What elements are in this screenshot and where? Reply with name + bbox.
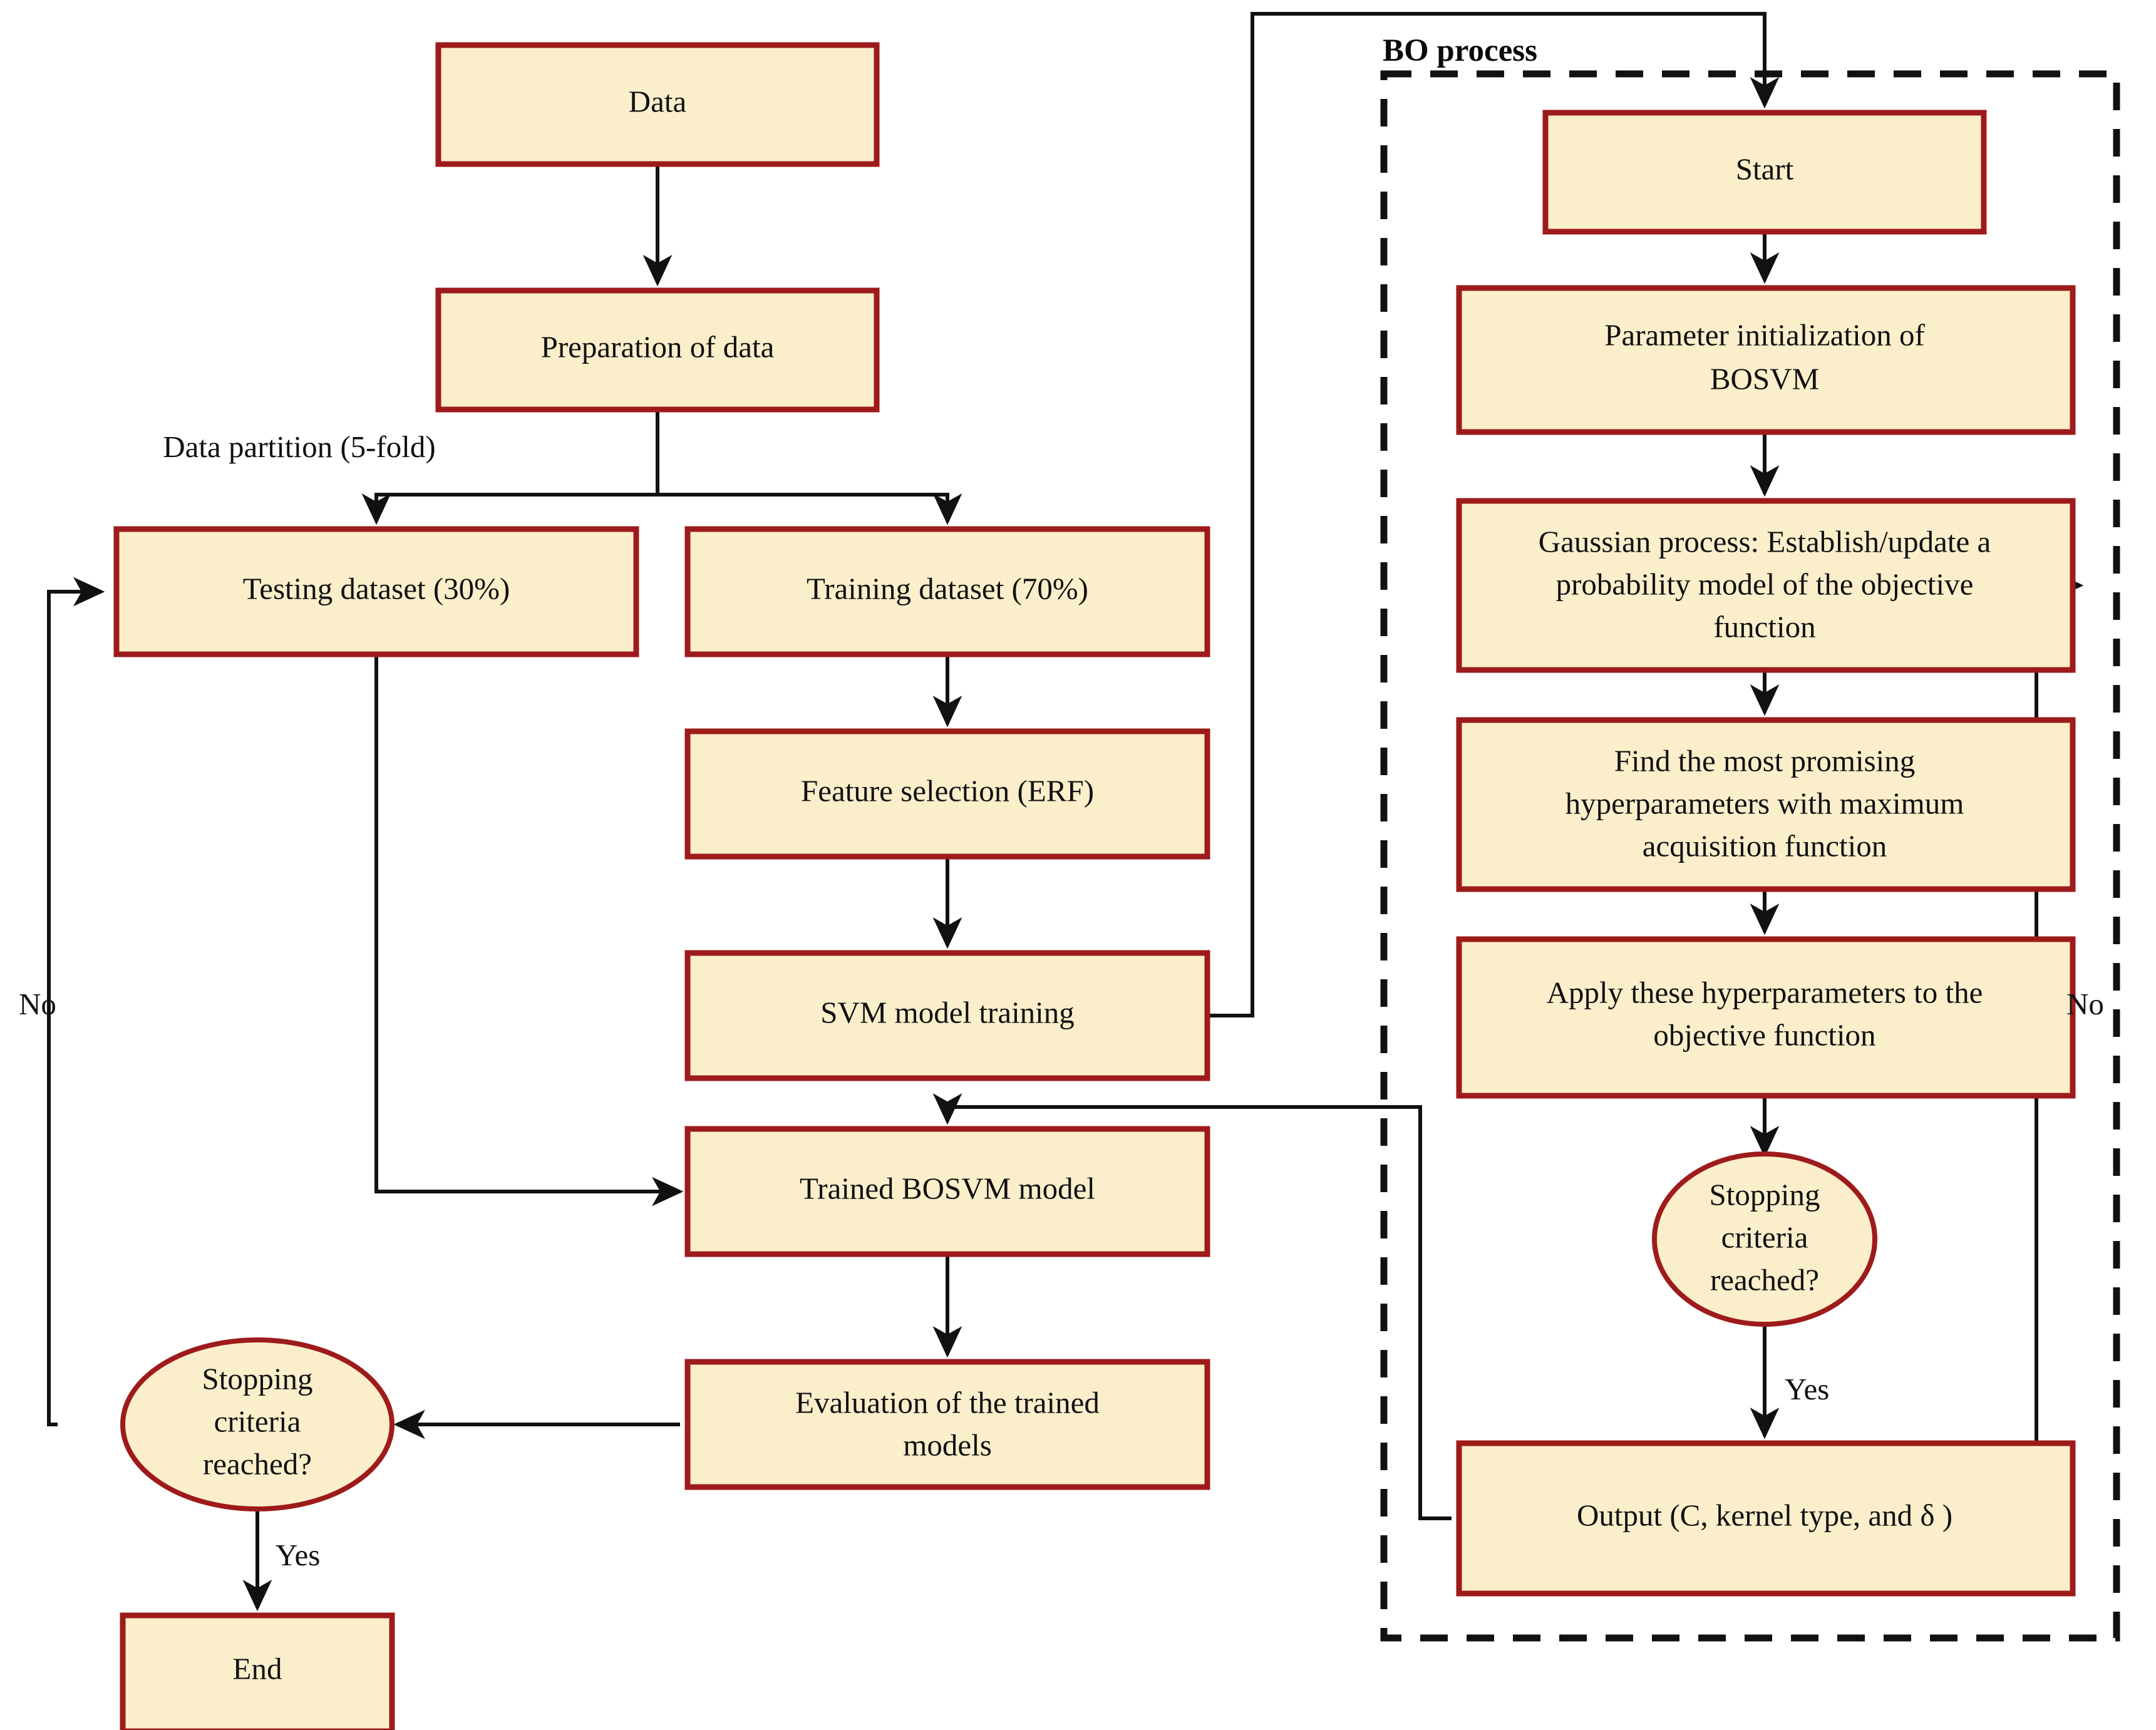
node-findhyper-line-2: acquisition function (1643, 828, 1887, 863)
node-apply-hyperparameters[interactable]: Apply these hyperparameters to the objec… (1456, 936, 2076, 1099)
node-start[interactable]: Start (1542, 110, 1987, 235)
node-stopright-line-0: Stopping (1710, 1177, 1820, 1212)
node-paraminit-line-0: Parameter initialization of (1604, 317, 1925, 352)
node-parameter-initialization[interactable]: Parameter initialization of BOSVM (1456, 285, 2076, 435)
node-paraminit-line-1: BOSVM (1710, 361, 1819, 396)
node-start-line-0: Start (1736, 152, 1794, 186)
node-applyhyper-line-1: objective function (1653, 1017, 1875, 1052)
bo-process-label: BO process (1383, 33, 1537, 68)
node-stopright-line-2: reached? (1710, 1262, 1819, 1297)
node-feature-selection[interactable]: Feature selection (ERF) (684, 728, 1210, 860)
node-evaluation-line-0: Evaluation of the trained (795, 1385, 1100, 1419)
node-applyhyper-line-0: Apply these hyperparameters to the (1547, 975, 1983, 1009)
node-gauss-line-0: Gaussian process: Establish/update a (1539, 524, 1991, 559)
node-gauss-line-2: function (1713, 609, 1815, 644)
node-svmtrain-line-0: SVM model training (820, 995, 1075, 1029)
edge-label-yes-left: Yes (276, 1538, 320, 1572)
node-stopping-criteria-left[interactable]: Stopping criteria reached? (120, 1337, 395, 1511)
node-output[interactable]: Output (C, kernel type, and δ ) (1456, 1440, 2076, 1597)
node-end-line-0: End (233, 1651, 282, 1686)
node-gauss-line-1: probability model of the objective (1556, 567, 1974, 601)
node-testing-dataset[interactable]: Testing dataset (30%) (113, 526, 639, 657)
edge-label-data-partition: Data partition (5-fold) (163, 430, 435, 464)
node-stopleft-line-1: criteria (214, 1404, 301, 1438)
node-output-line-0: Output (C, kernel type, and δ ) (1577, 1498, 1952, 1532)
edge-split-to-training (658, 493, 962, 525)
edge-prep-to-split (361, 409, 659, 525)
node-end[interactable]: End (120, 1612, 395, 1730)
edge-label-no-right: No (2066, 987, 2104, 1021)
node-trainedmod-line-0: Trained BOSVM model (800, 1171, 1095, 1205)
node-evaluation-line-1: models (903, 1428, 992, 1462)
node-prep-line-0: Preparation of data (541, 329, 775, 364)
node-find-hyperparameters[interactable]: Find the most promising hyperparameters … (1456, 717, 2076, 892)
node-findhyper-line-0: Find the most promising (1614, 743, 1916, 778)
node-findhyper-line-1: hyperparameters with maximum (1565, 786, 1964, 820)
edge-output-to-trainedmodel (932, 1093, 1452, 1520)
node-stopping-criteria-right[interactable]: Stopping criteria reached? (1652, 1151, 1877, 1327)
node-feature-line-0: Feature selection (ERF) (801, 773, 1094, 808)
edge-svmtrain-to-start (1207, 12, 1780, 1017)
node-trained-bosvm-model[interactable]: Trained BOSVM model (684, 1126, 1210, 1257)
node-training-line-0: Training dataset (70%) (807, 571, 1088, 605)
edge-stopleft-no-to-testing (47, 577, 105, 1426)
bo-process-group-box (1380, 70, 2120, 1642)
edge-testing-to-trainedmodel (374, 654, 684, 1207)
node-testing-line-0: Testing dataset (30%) (243, 571, 510, 605)
node-preparation-of-data[interactable]: Preparation of data (435, 287, 880, 413)
node-data-line-0: Data (629, 84, 687, 118)
node-evaluation-of-trained-models[interactable]: Evaluation of the trained models (684, 1359, 1210, 1490)
node-stopleft-line-2: reached? (203, 1446, 312, 1481)
node-data[interactable]: Data (435, 42, 880, 167)
node-gaussian-process[interactable]: Gaussian process: Establish/update a pro… (1456, 498, 2076, 673)
edge-label-no-left: No (19, 987, 56, 1021)
node-training-dataset[interactable]: Training dataset (70%) (684, 526, 1210, 657)
edge-label-yes-right: Yes (1785, 1372, 1829, 1406)
node-stopright-line-1: criteria (1721, 1220, 1808, 1254)
node-svm-model-training[interactable]: SVM model training (684, 950, 1210, 1081)
node-stopleft-line-0: Stopping (202, 1361, 313, 1396)
